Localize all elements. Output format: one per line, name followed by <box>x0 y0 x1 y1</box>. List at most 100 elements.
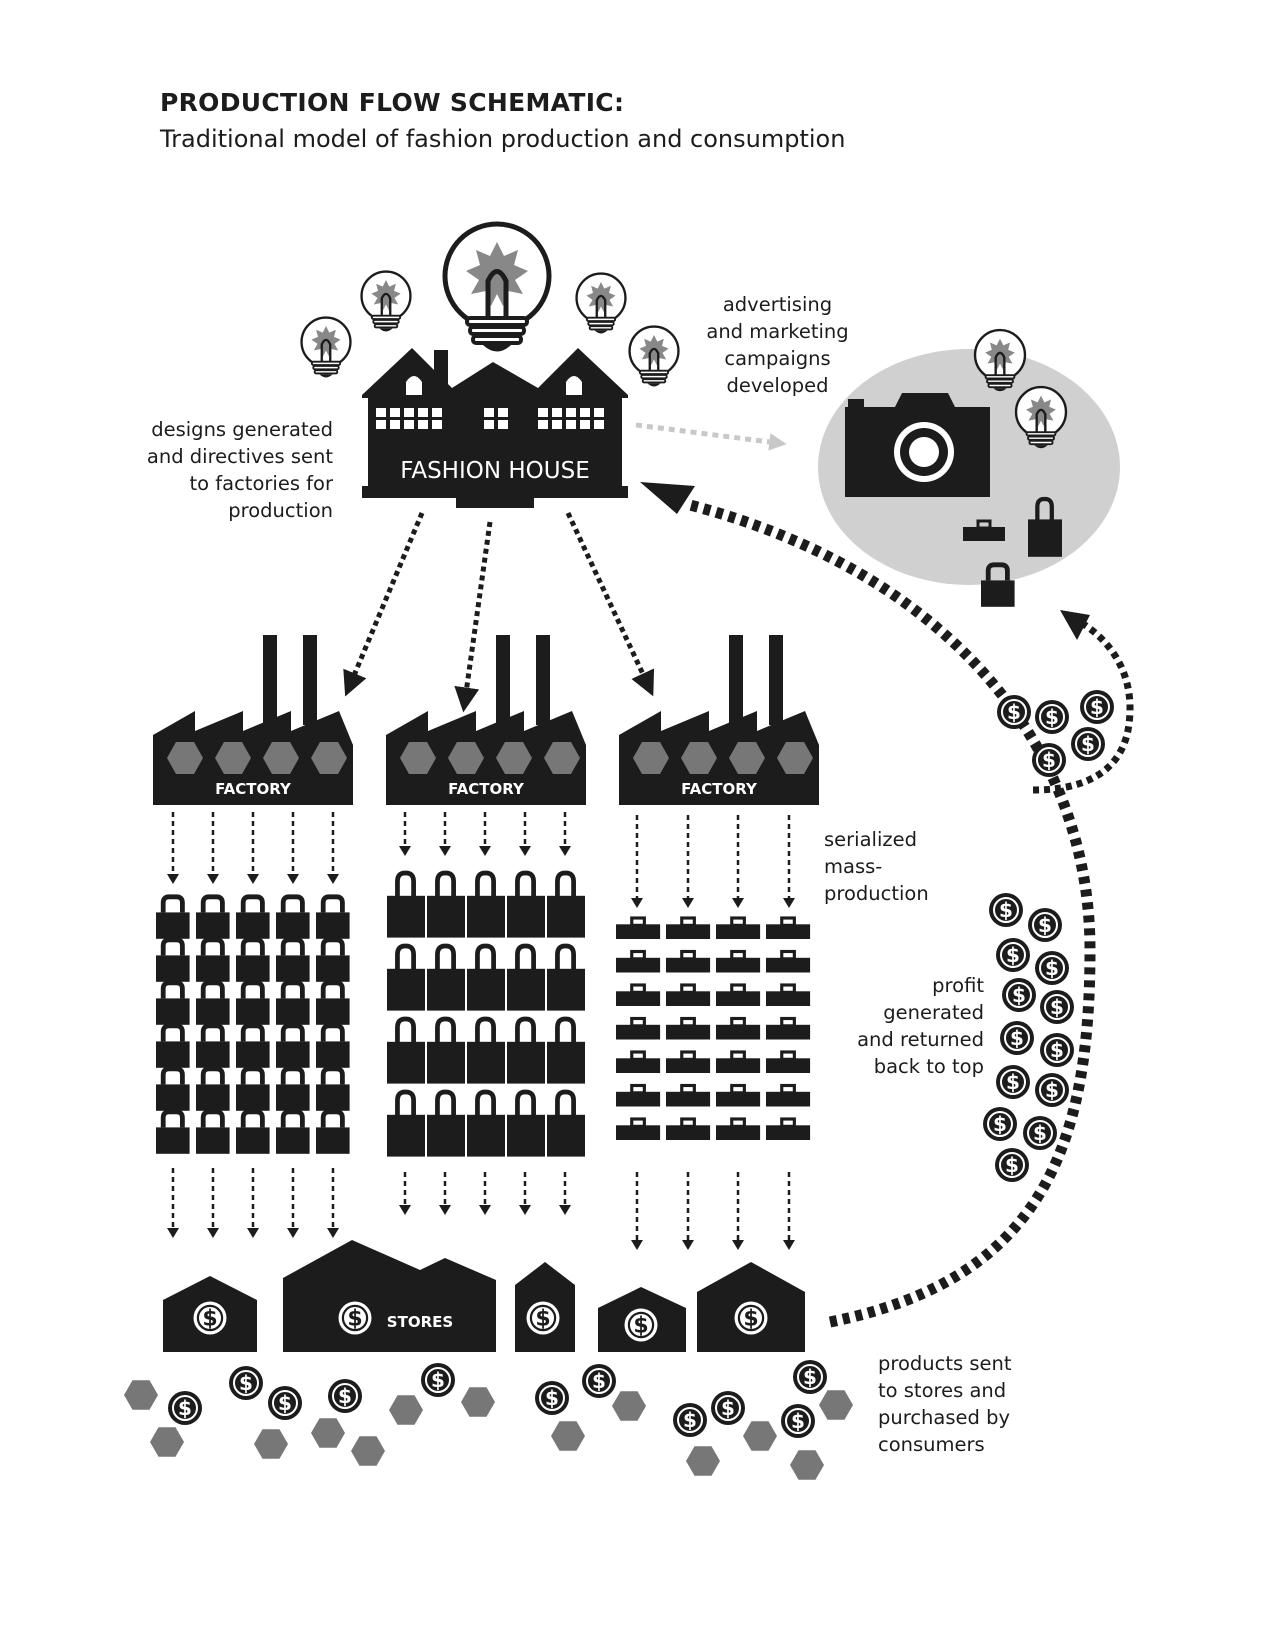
briefcase-icon <box>664 1083 712 1109</box>
fashion-house-icon: FASHION HOUSE <box>362 348 628 508</box>
dollar-sign: $ <box>1038 913 1052 937</box>
briefcase-icon <box>614 1050 662 1075</box>
bulb-icon <box>445 224 549 352</box>
briefcase-icon <box>614 949 662 975</box>
tote-bag-icon <box>276 897 310 939</box>
dollar-icon: $ <box>168 1391 202 1425</box>
dollar-sign: $ <box>1033 1121 1047 1145</box>
dollar-icon: $ <box>1000 1021 1034 1055</box>
dollar-icon: $ <box>989 893 1023 927</box>
briefcase-icon <box>714 1083 762 1109</box>
briefcase-icon <box>764 916 812 941</box>
dollar-icon: $ <box>793 1360 827 1394</box>
shopping-bag-icon <box>507 873 545 938</box>
hexagon-icon <box>790 1450 824 1480</box>
dollar-icon: $ <box>328 1379 362 1413</box>
arrow-head <box>519 846 531 856</box>
hexagon-products <box>124 1380 853 1480</box>
shopping-bag-icon <box>427 1092 465 1157</box>
tote-bag-icon <box>156 1026 190 1068</box>
arrow-head <box>479 846 491 856</box>
briefcase-icon <box>764 983 812 1008</box>
dollar-sign: $ <box>1045 956 1059 980</box>
dollar-icon: $ <box>421 1363 455 1397</box>
dollar-sign: $ <box>1045 705 1059 729</box>
advertising-arrow <box>635 422 787 451</box>
shopping-bag-icon <box>427 873 465 938</box>
arrow-head <box>327 874 339 884</box>
factory-label: FACTORY <box>215 780 292 798</box>
arrow-head <box>559 846 571 856</box>
briefcase-icon <box>664 1050 712 1075</box>
dollar-sign: $ <box>202 1307 217 1332</box>
directive-arrow <box>454 521 493 713</box>
briefcase-icon <box>764 1117 812 1142</box>
arrow-head <box>207 1228 219 1238</box>
dollar-sign: $ <box>535 1307 550 1332</box>
briefcase-icon <box>764 1050 812 1075</box>
dollar-icon: $ <box>673 1403 707 1437</box>
dollar-icon: $ <box>582 1364 616 1398</box>
advertising-arrow-head <box>1060 610 1090 640</box>
shopping-bag-icon <box>467 1019 505 1084</box>
hexagon-icon <box>612 1391 646 1421</box>
dollar-sign: $ <box>1042 748 1056 772</box>
briefcase-icon <box>614 1016 662 1042</box>
profit-return-arrow <box>688 499 1096 1328</box>
arrow-head <box>631 1240 643 1250</box>
briefcase-icon <box>614 983 662 1008</box>
shopping-bag-icon <box>387 1019 425 1084</box>
tote-bag-icon <box>276 983 310 1025</box>
dollar-sign: $ <box>1006 943 1020 967</box>
factory-3: FACTORY <box>619 635 819 805</box>
arrow-head <box>167 1228 179 1238</box>
diagram-subtitle: Traditional model of fashion production … <box>160 125 846 153</box>
briefcase-icon <box>664 1016 712 1042</box>
dollar-icon: $ <box>526 1301 560 1335</box>
shopping-bag-icon <box>467 946 505 1011</box>
directive-arrow <box>565 511 655 697</box>
dollar-sign: $ <box>683 1408 697 1432</box>
bulb-icon <box>300 316 352 379</box>
briefcase-icon <box>714 949 762 975</box>
arrow-head <box>399 1205 411 1215</box>
dollar-icon: $ <box>1035 1073 1069 1107</box>
tote-bag-icon <box>196 1069 230 1111</box>
dollar-icon: $ <box>1035 951 1069 985</box>
dollar-icon: $ <box>193 1301 227 1335</box>
tote-bag-icon <box>236 1112 270 1154</box>
hexagon-icon <box>124 1380 158 1410</box>
camera-icon <box>845 393 990 497</box>
briefcase-icon <box>664 1117 712 1142</box>
dollar-sign: $ <box>791 1409 805 1433</box>
dollar-sign: $ <box>178 1396 192 1420</box>
arrow-head <box>439 1205 451 1215</box>
shopping-bag-icon <box>427 1019 465 1084</box>
arrow-head <box>247 1228 259 1238</box>
arrow-head <box>247 874 259 884</box>
note-serialized: serialized mass- production <box>824 828 929 905</box>
dollar-sign: $ <box>1050 1038 1064 1062</box>
dollar-sign: $ <box>347 1307 362 1332</box>
dollar-sign: $ <box>239 1371 253 1395</box>
briefcase-icon <box>764 1083 812 1109</box>
arrow-head <box>287 1228 299 1238</box>
dollar-icon: $ <box>995 1148 1029 1182</box>
profit-to-advertising-arrow <box>1032 618 1134 794</box>
shopping-bag-icon <box>547 873 585 938</box>
dollar-icon: $ <box>268 1386 302 1420</box>
tote-bag-icon <box>236 1026 270 1068</box>
briefcase-icon <box>614 916 662 941</box>
factory-1: FACTORY <box>153 635 353 805</box>
dollar-icon: $ <box>535 1381 569 1415</box>
arrow-head <box>399 846 411 856</box>
tote-bag-icon <box>156 983 190 1025</box>
factory-label: FACTORY <box>448 780 525 798</box>
hexagon-icon <box>819 1390 853 1420</box>
tote-bag-icon <box>156 1069 190 1111</box>
dollar-sign: $ <box>1045 1078 1059 1102</box>
briefcase-icon <box>664 983 712 1008</box>
stores-label: STORES <box>387 1313 453 1331</box>
shopping-bag-icon <box>547 1019 585 1084</box>
tote-bag-icon <box>316 897 350 939</box>
